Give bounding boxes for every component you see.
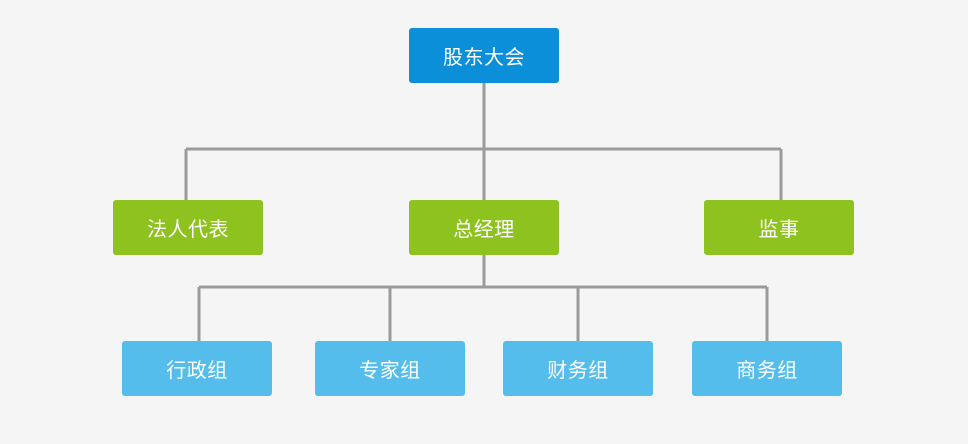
node-shareholders-meeting: 股东大会 [409,28,559,83]
node-label: 总经理 [453,217,515,241]
node-finance-group: 财务组 [503,341,653,396]
node-label: 行政组 [166,358,228,382]
node-expert-group: 专家组 [315,341,465,396]
node-label: 监事 [758,217,800,241]
node-label: 财务组 [547,358,609,382]
node-label: 专家组 [359,358,421,382]
node-label: 商务组 [736,358,798,382]
node-general-manager: 总经理 [409,200,559,255]
node-label: 股东大会 [443,45,525,69]
node-legal-representative: 法人代表 [113,200,263,255]
node-label: 法人代表 [147,217,229,241]
node-business-group: 商务组 [692,341,842,396]
node-supervisor: 监事 [704,200,854,255]
node-admin-group: 行政组 [122,341,272,396]
